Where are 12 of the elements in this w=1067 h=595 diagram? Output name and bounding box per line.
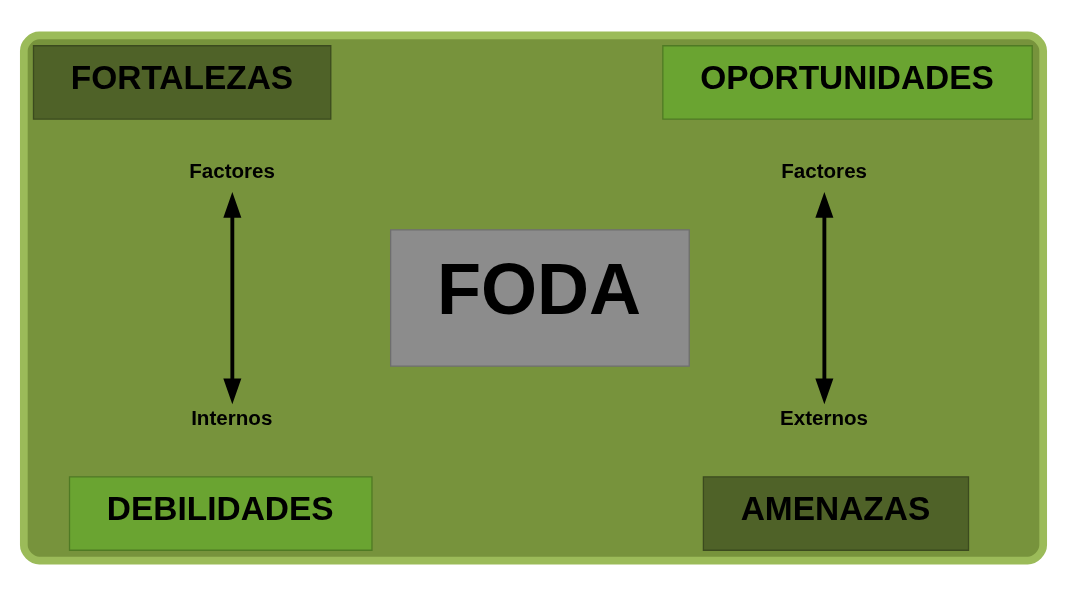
arrow: [815, 191, 834, 404]
node-box: FODA: [390, 228, 690, 367]
node-text: Externos: [779, 405, 869, 429]
node-text: Factores: [781, 158, 868, 182]
node-box: OPORTUNIDADES: [662, 44, 1033, 120]
node-text: Factores: [189, 158, 275, 182]
node-box: AMENAZAS: [702, 475, 970, 551]
arrow: [223, 191, 242, 404]
node-text: Internos: [191, 405, 273, 429]
node-box: FORTALEZAS: [32, 44, 332, 120]
cluster: [19, 31, 1048, 564]
node-box: DEBILIDADES: [68, 475, 373, 551]
